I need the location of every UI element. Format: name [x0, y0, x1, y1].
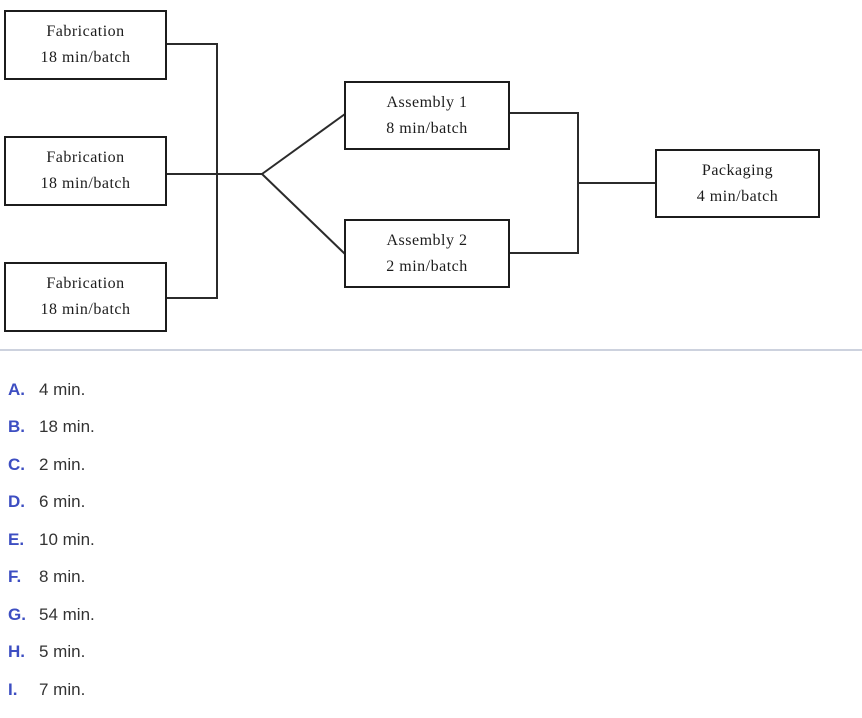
option-a-text: 4 min.	[39, 379, 86, 399]
option-c-text: 2 min.	[39, 454, 86, 474]
assembly-2-title: Assembly 2	[386, 231, 468, 249]
fabrication-1-title: Fabrication	[46, 23, 125, 40]
fabrication-2-rate: 18 min/batch	[40, 175, 131, 192]
fabrication-2-title: Fabrication	[46, 149, 125, 166]
option-e[interactable]: E. 10 min.	[8, 521, 848, 559]
option-g[interactable]: G. 54 min.	[8, 596, 848, 634]
option-a[interactable]: A. 4 min.	[8, 371, 848, 409]
packaging-rate: 4 min/batch	[696, 187, 779, 205]
packaging-box: Packaging 4 min/batch	[655, 149, 820, 218]
option-h-text: 5 min.	[39, 642, 86, 662]
option-d[interactable]: D. 6 min.	[8, 484, 848, 522]
option-i[interactable]: I. 7 min.	[8, 671, 848, 709]
section-divider	[0, 349, 862, 351]
fabrication-1-rate: 18 min/batch	[40, 49, 131, 66]
assembly-2-rate: 2 min/batch	[386, 257, 468, 275]
assembly-1-rate: 8 min/batch	[386, 119, 468, 137]
assembly-2-box: Assembly 2 2 min/batch	[344, 219, 510, 288]
option-g-text: 54 min.	[39, 604, 95, 624]
assembly-1-title: Assembly 1	[386, 93, 468, 111]
option-i-text: 7 min.	[39, 679, 86, 699]
option-h-letter: H.	[8, 642, 25, 662]
fabrication-3-rate: 18 min/batch	[40, 301, 131, 318]
option-b-text: 18 min.	[39, 417, 95, 437]
answer-options-list: A. 4 min. B. 18 min. C. 2 min. D. 6 min.…	[8, 371, 848, 709]
packaging-title: Packaging	[701, 161, 774, 179]
option-e-letter: E.	[8, 529, 25, 549]
assembly-1-box: Assembly 1 8 min/batch	[344, 81, 510, 150]
option-f[interactable]: F. 8 min.	[8, 559, 848, 597]
connector-lines	[167, 43, 656, 299]
fabrication-2-box: Fabrication 18 min/batch	[4, 136, 167, 206]
process-flow-diagram: Fabrication 18 min/batch Fabrication 18 …	[0, 0, 862, 350]
option-h[interactable]: H. 5 min.	[8, 634, 848, 672]
option-f-text: 8 min.	[39, 567, 86, 587]
option-f-letter: F.	[8, 567, 22, 587]
option-b[interactable]: B. 18 min.	[8, 409, 848, 447]
option-e-text: 10 min.	[39, 529, 95, 549]
option-g-letter: G.	[8, 604, 26, 624]
option-c[interactable]: C. 2 min.	[8, 446, 848, 484]
option-i-letter: I.	[8, 679, 18, 699]
fabrication-3-box: Fabrication 18 min/batch	[4, 262, 167, 332]
option-c-letter: C.	[8, 454, 25, 474]
option-d-text: 6 min.	[39, 492, 86, 512]
option-d-letter: D.	[8, 492, 25, 512]
fabrication-3-title: Fabrication	[46, 275, 125, 292]
option-b-letter: B.	[8, 417, 25, 437]
option-a-letter: A.	[8, 379, 25, 399]
fabrication-1-box: Fabrication 18 min/batch	[4, 10, 167, 80]
